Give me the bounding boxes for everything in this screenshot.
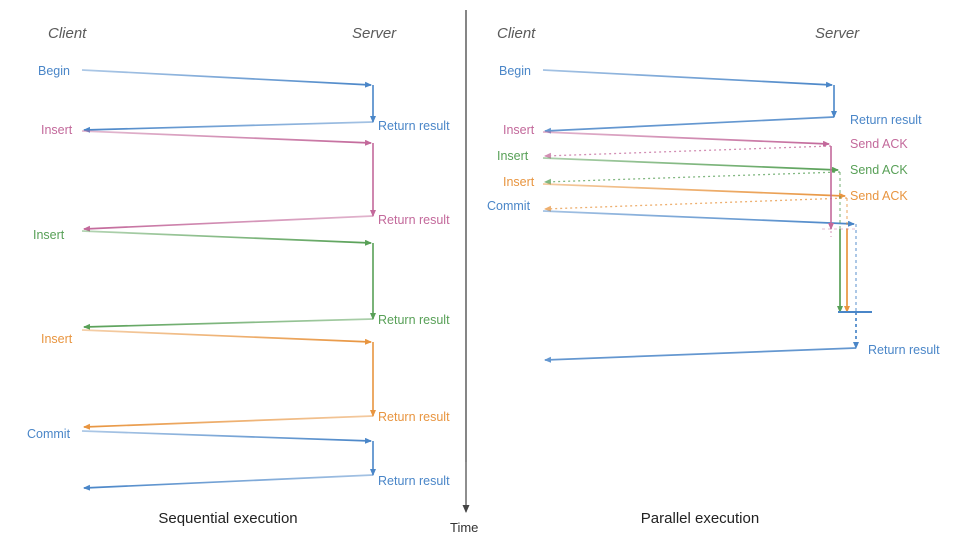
panel-sequential [81, 69, 376, 491]
message-label-request-sequential-1: Insert [41, 123, 73, 137]
message-label-request-sequential-2: Insert [33, 228, 65, 242]
message-response-sequential-0 [83, 121, 374, 133]
message-request-sequential-1 [81, 130, 372, 146]
message-label-request-parallel-0: Begin [499, 64, 531, 78]
message-label-response-sequential-2: Return result [378, 313, 450, 327]
message-response-sequential-3 [83, 415, 374, 430]
panel-caption-sequential: Sequential execution [158, 510, 298, 527]
panel-caption-parallel: Parallel execution [640, 510, 760, 527]
message-request-parallel-4 [542, 210, 855, 227]
message-request-parallel-1 [542, 131, 830, 147]
message-ack-parallel-2 [544, 171, 841, 185]
message-label-request-parallel-1: Insert [503, 123, 535, 137]
message-request-parallel-2 [542, 157, 839, 173]
message-request-parallel-3 [542, 183, 846, 199]
message-request-sequential-3 [81, 329, 372, 345]
message-label-request-sequential-0: Begin [38, 64, 70, 78]
message-label-request-sequential-3: Insert [41, 332, 73, 346]
message-response-sequential-2 [83, 318, 374, 330]
message-request-sequential-4 [81, 430, 372, 444]
actor-label-server-sequential: Server [352, 25, 397, 42]
message-label-response-parallel-4: Return result [868, 343, 940, 357]
message-label-ack-parallel-1: Send ACK [850, 137, 908, 151]
message-label-response-parallel-0: Return result [850, 113, 922, 127]
message-label-ack-parallel-3: Send ACK [850, 189, 908, 203]
actor-label-server-parallel: Server [815, 25, 860, 42]
message-label-request-parallel-2: Insert [497, 149, 529, 163]
message-response-parallel-0 [544, 116, 835, 134]
message-label-response-sequential-3: Return result [378, 410, 450, 424]
time-axis-label: Time [450, 520, 479, 535]
message-request-parallel-0 [542, 69, 833, 88]
actor-label-client-parallel: Client [497, 25, 536, 42]
message-request-sequential-2 [81, 230, 372, 246]
message-label-response-sequential-0: Return result [378, 119, 450, 133]
message-label-request-parallel-3: Insert [503, 175, 535, 189]
message-response-parallel-4 [544, 347, 857, 363]
message-label-ack-parallel-2: Send ACK [850, 163, 908, 177]
message-response-sequential-1 [83, 215, 374, 232]
panel-parallel [542, 69, 872, 363]
message-response-sequential-4 [83, 474, 374, 491]
message-label-request-parallel-4: Commit [487, 199, 531, 213]
message-ack-parallel-3 [544, 197, 848, 212]
message-label-request-sequential-4: Commit [27, 427, 71, 441]
actor-label-client-sequential: Client [48, 25, 87, 42]
message-request-sequential-0 [81, 69, 372, 88]
message-label-response-sequential-4: Return result [378, 474, 450, 488]
message-label-response-sequential-1: Return result [378, 213, 450, 227]
